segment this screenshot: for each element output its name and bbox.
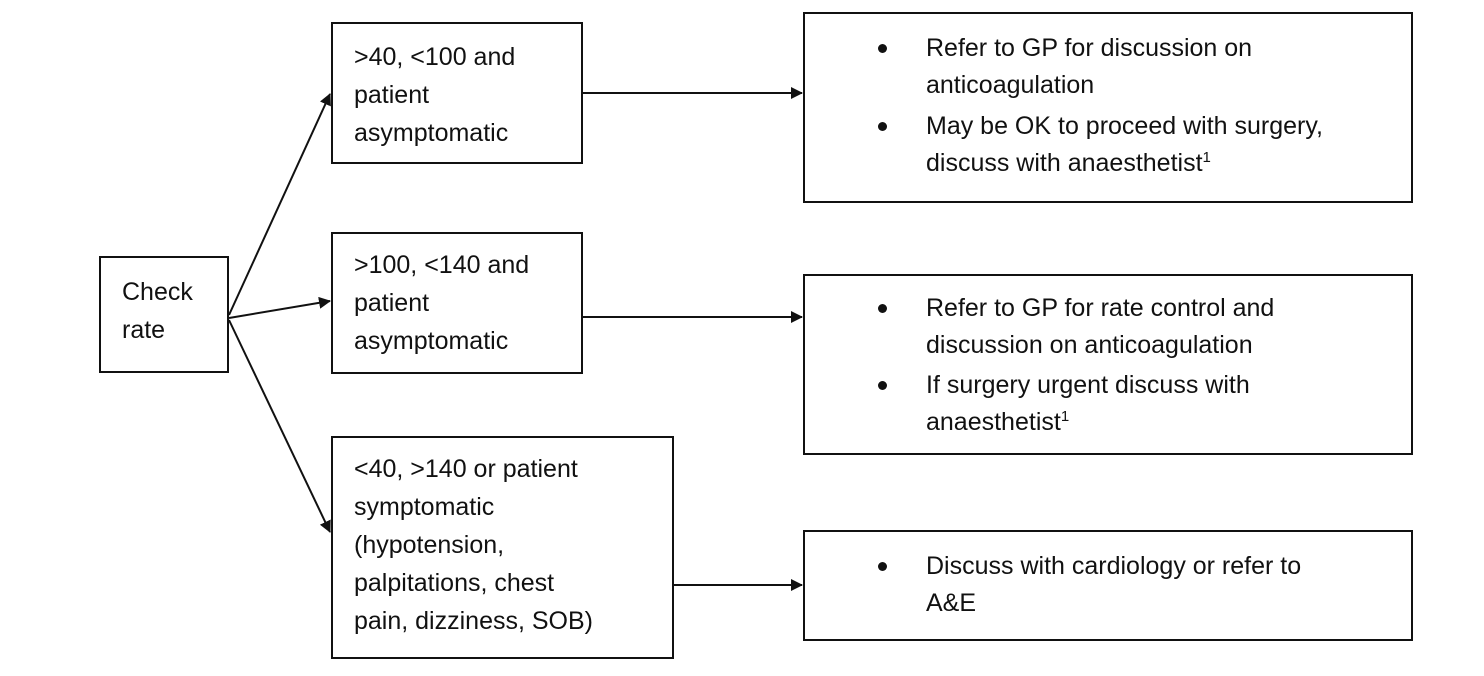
action-2-bullet-1-line-1: Refer to GP for rate control and xyxy=(926,294,1275,322)
condition-node-2: >100, <140 and patient asymptomatic xyxy=(331,232,583,374)
action-2-bullet-2-line-1: If surgery urgent discuss with xyxy=(926,371,1250,399)
start-node-line-1: Check xyxy=(122,278,193,306)
condition-1-line-1: >40, <100 and xyxy=(354,43,516,71)
condition-3-line-1: <40, >140 or patient xyxy=(354,455,578,483)
bullet-icon xyxy=(878,122,887,131)
action-3-bullet-1-line-1: Discuss with cardiology or refer to xyxy=(926,552,1302,580)
condition-1-line-2: patient xyxy=(354,81,430,109)
action-1-bullet-2-line-1: May be OK to proceed with surgery, xyxy=(926,112,1323,140)
condition-3-line-2: symptomatic xyxy=(354,493,495,521)
bullet-icon xyxy=(878,304,887,313)
condition-2-line-3: asymptomatic xyxy=(354,327,509,355)
condition-node-3: <40, >140 or patient symptomatic (hypote… xyxy=(331,436,674,659)
footnote-marker: 1 xyxy=(1202,149,1211,166)
condition-3-line-3: (hypotension, xyxy=(354,531,505,559)
start-node: Check rate xyxy=(99,256,229,373)
footnote-marker: 1 xyxy=(1060,408,1070,425)
condition-3-line-4: palpitations, chest xyxy=(354,569,555,597)
condition-node-1: >40, <100 and patient asymptomatic xyxy=(331,22,583,164)
arrow-start-to-condition-3 xyxy=(228,319,331,533)
action-node-3: Discuss with cardiology or refer to A&E xyxy=(803,530,1413,641)
action-node-1: Refer to GP for discussion on anticoagul… xyxy=(803,12,1413,203)
bullet-icon xyxy=(878,381,887,390)
action-1-bullet-2-line-2: discuss with anaesthetist1 xyxy=(926,145,1323,182)
action-1-bullet-1-line-2: anticoagulation xyxy=(926,71,1095,99)
action-node-2: Refer to GP for rate control and discuss… xyxy=(803,274,1413,455)
arrow-start-to-condition-2 xyxy=(228,296,331,319)
bullet-icon xyxy=(878,562,887,571)
condition-2-line-2: patient xyxy=(354,289,430,317)
condition-1-line-3: asymptomatic xyxy=(354,119,509,147)
start-node-line-2: rate xyxy=(122,316,166,344)
action-3-bullet-1-line-2: A&E xyxy=(926,589,977,617)
action-2-bullet-1-line-2: discussion on anticoagulation xyxy=(926,331,1253,359)
condition-3-line-5: pain, dizziness, SOB) xyxy=(354,607,593,635)
action-2-bullet-2-line-2: anaesthetist1 xyxy=(926,404,1250,441)
action-1-bullet-1-line-1: Refer to GP for discussion on xyxy=(926,34,1253,62)
action-2-bullet-2-line-2-text: anaesthetist xyxy=(926,408,1061,436)
bullet-icon xyxy=(878,44,887,53)
arrow-start-to-condition-1 xyxy=(228,93,331,316)
action-1-bullet-2-line-2-text: discuss with anaesthetist xyxy=(926,149,1203,177)
condition-2-line-1: >100, <140 and xyxy=(354,251,530,279)
